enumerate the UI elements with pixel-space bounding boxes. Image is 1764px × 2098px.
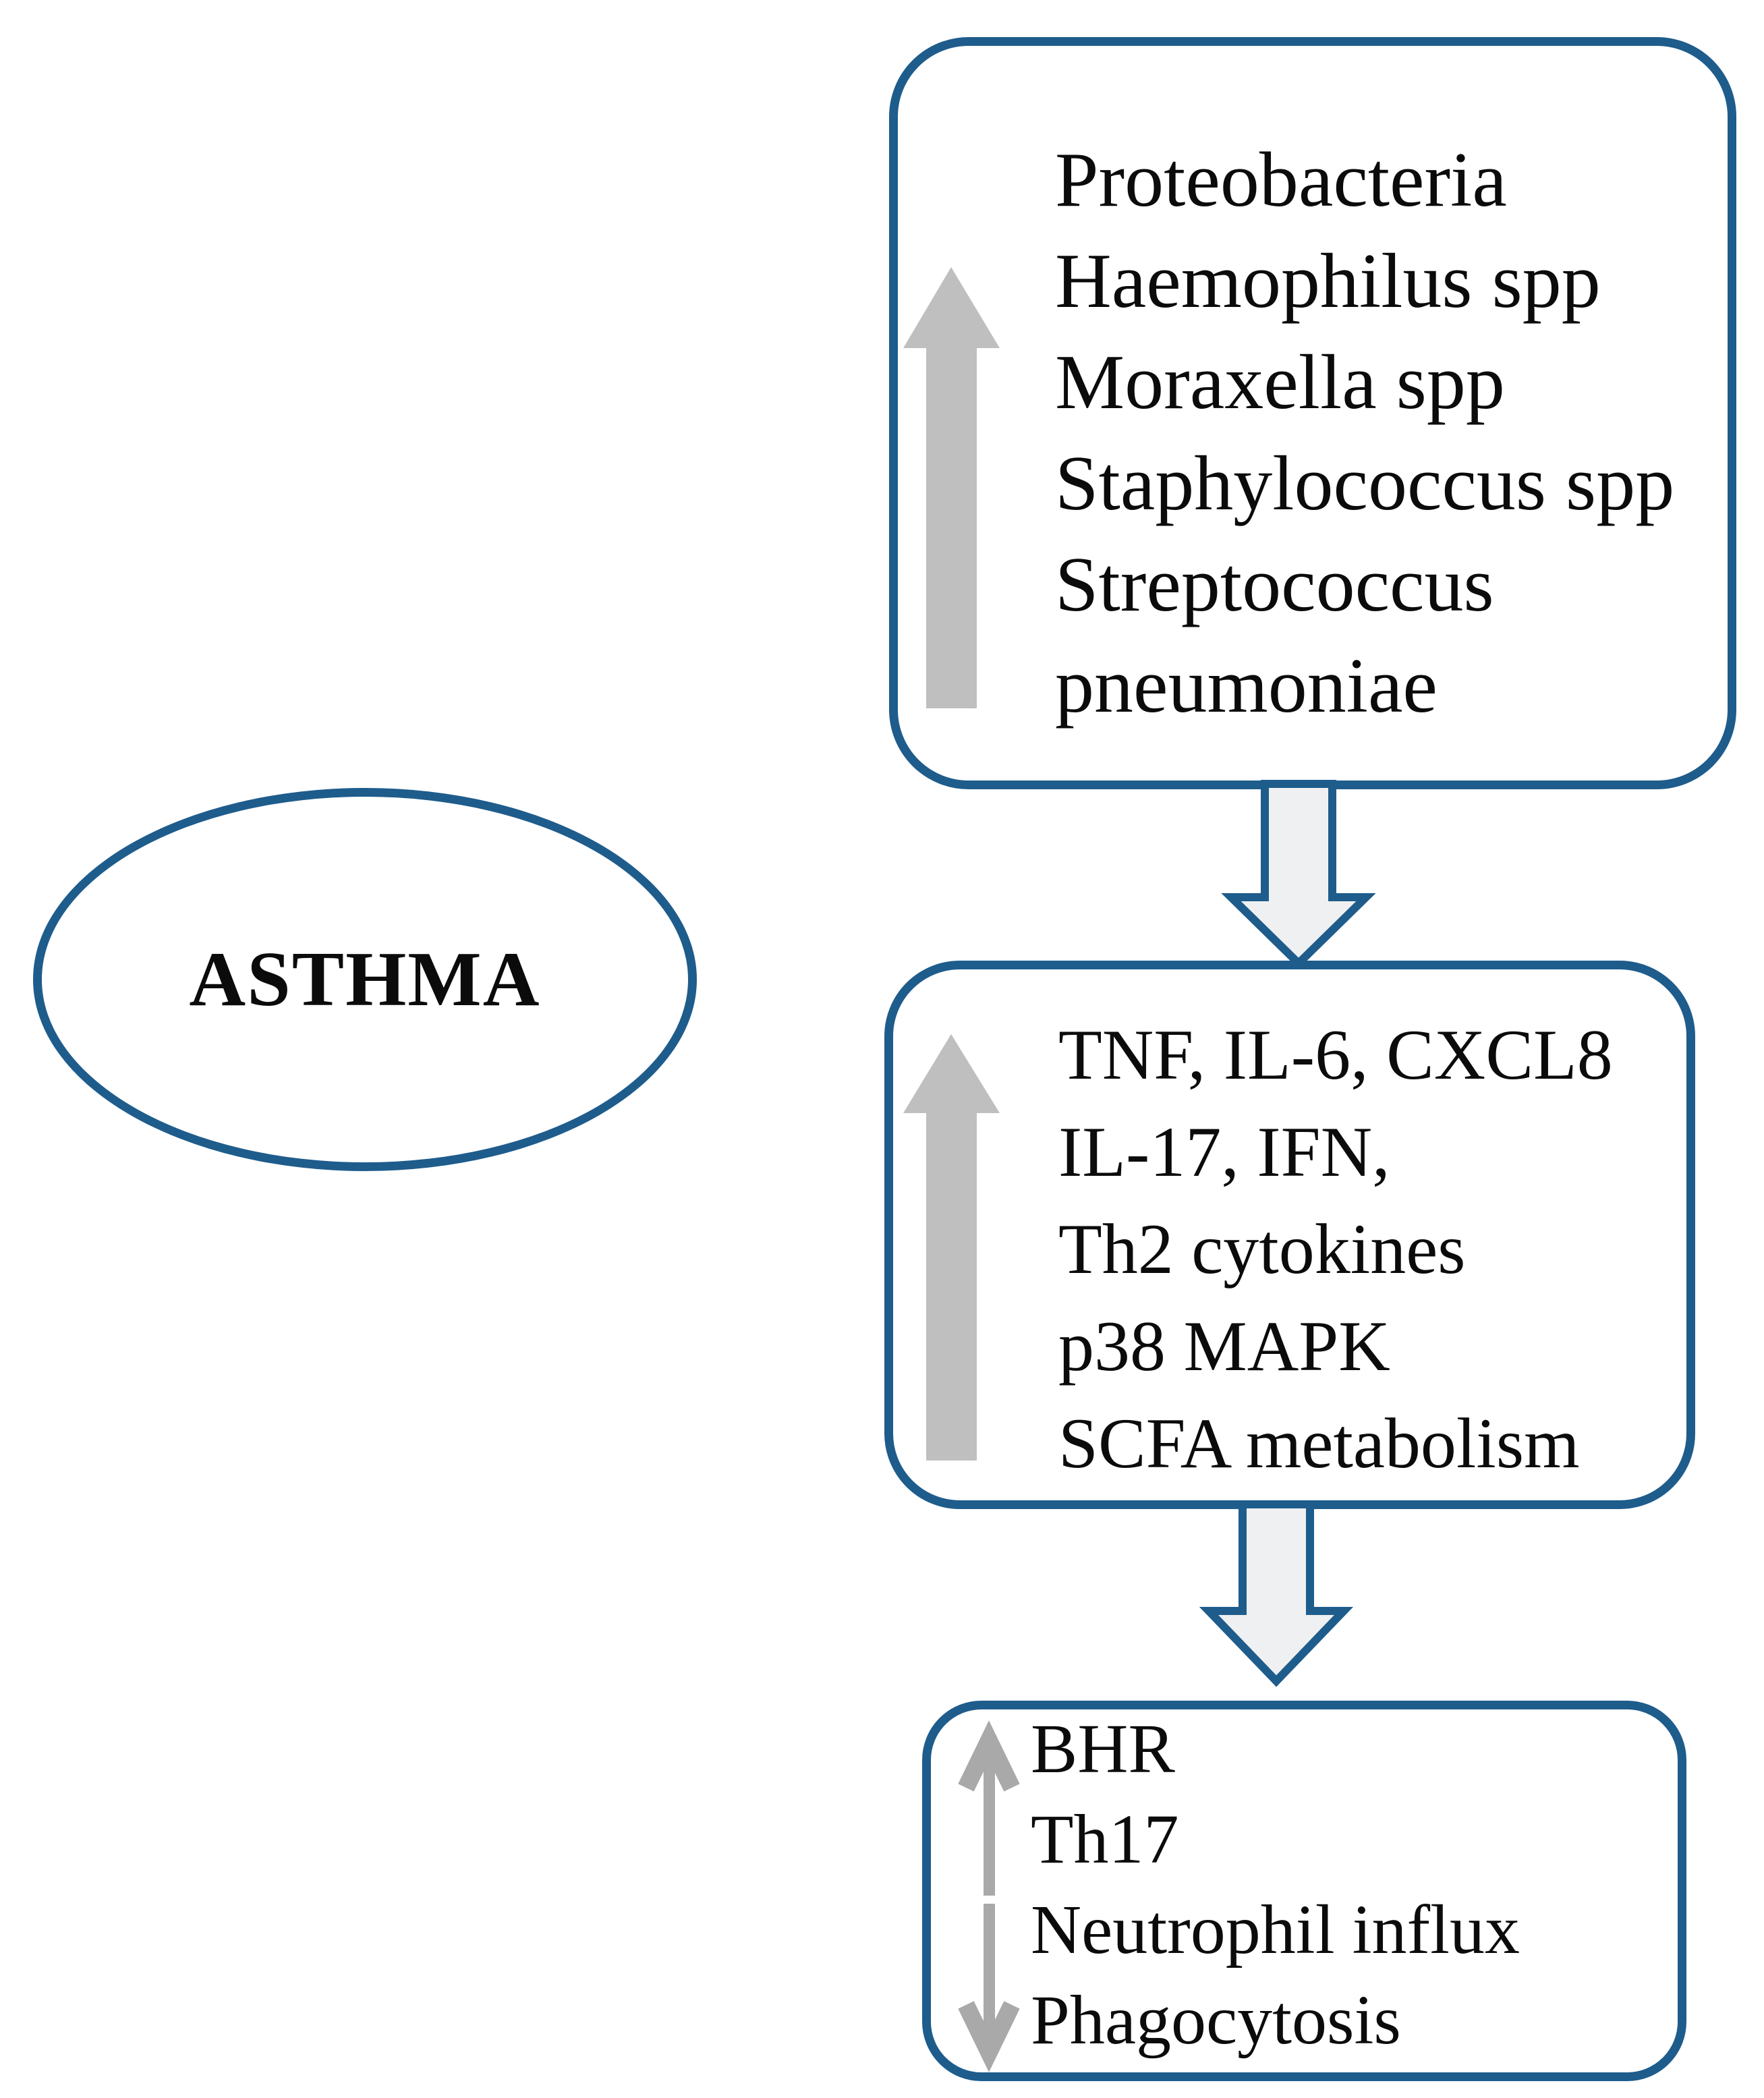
list-item: IL-17, IFN, — [1058, 1112, 1390, 1191]
asthma-ellipse: ASTHMA — [33, 788, 697, 1171]
list-item: SCFA metabolism — [1058, 1404, 1580, 1483]
list-item: pneumoniae — [1055, 643, 1438, 729]
microbiota-box — [889, 37, 1736, 789]
list-item: Th2 cytokines — [1058, 1210, 1466, 1288]
down-block-arrow-icon-2 — [1199, 1500, 1354, 1687]
asthma-label: ASTHMA — [189, 936, 541, 1023]
list-item: Staphylococcus spp — [1055, 441, 1675, 527]
list-item: BHR — [1031, 1710, 1175, 1788]
outcomes-list: BHR Th17 Neutrophil influx Phagocytosis — [1031, 1704, 1520, 2066]
list-item: TNF, IL-6, CXCL8 — [1058, 1015, 1613, 1094]
outcomes-box — [922, 1701, 1686, 2081]
list-item: Proteobacteria — [1055, 137, 1507, 223]
list-item: Streptococcus — [1055, 542, 1494, 628]
mediators-list: TNF, IL-6, CXCL8 IL-17, IFN, Th2 cytokin… — [1058, 1007, 1613, 1492]
list-item: p38 MAPK — [1058, 1307, 1390, 1386]
list-item: Phagocytosis — [1031, 1981, 1401, 2059]
list-item: Neutrophil influx — [1031, 1891, 1520, 1968]
microbiota-list: Proteobacteria Haemophilus spp Moraxella… — [1055, 130, 1674, 737]
list-item: Th17 — [1031, 1801, 1179, 1878]
down-block-arrow-icon-1 — [1221, 780, 1376, 969]
list-item: Haemophilus spp — [1055, 238, 1601, 324]
list-item: Moraxella spp — [1055, 339, 1505, 426]
